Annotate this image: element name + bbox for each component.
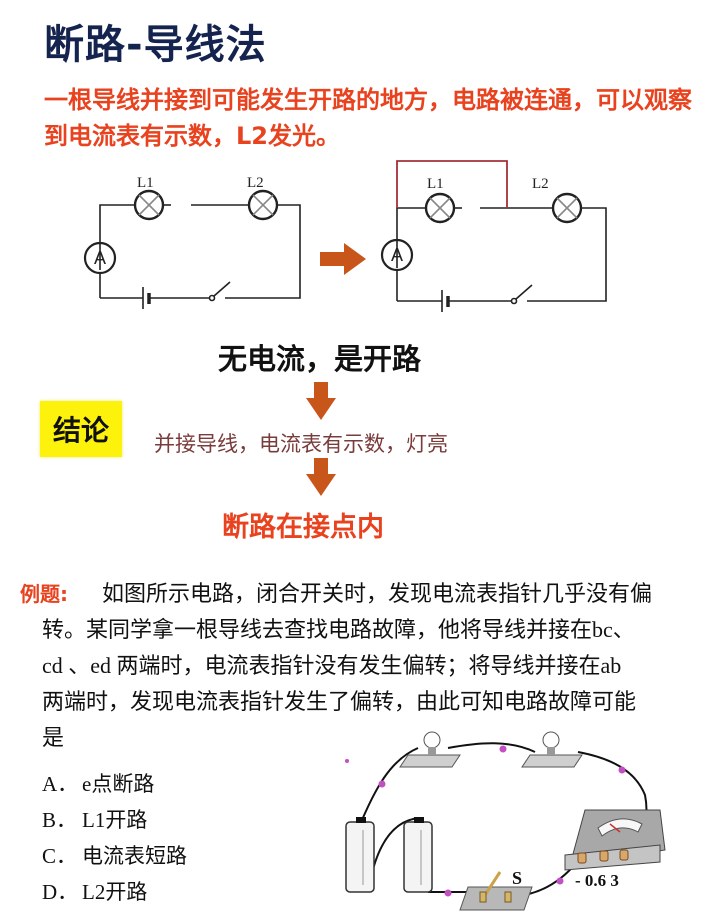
step-description: 并接导线，电流表有示数，灯亮 xyxy=(154,432,448,456)
option-b[interactable]: B． L1开路 xyxy=(42,802,187,838)
question-line: 两端时，发现电流表指针发生了偏转，由此可知电路故障可能 xyxy=(42,689,637,714)
arrow-right-icon xyxy=(320,243,366,275)
option-letter: A． xyxy=(42,772,79,796)
option-a[interactable]: A． e点断路 xyxy=(42,766,187,802)
ammeter-label: A xyxy=(94,248,106,268)
lamp2-label: L2 xyxy=(532,176,549,192)
bridge-wire xyxy=(396,160,508,208)
option-d[interactable]: D． L2开路 xyxy=(42,874,187,910)
example-label: 例题: xyxy=(20,582,68,606)
option-letter: D． xyxy=(42,880,79,904)
switch-label: S xyxy=(512,868,522,888)
option-text: e点断路 xyxy=(82,772,155,796)
result-text: 断路在接点内 xyxy=(222,512,384,543)
option-text: L1开路 xyxy=(82,808,148,832)
option-text: 电流表短路 xyxy=(82,844,187,868)
option-letter: C． xyxy=(42,844,78,868)
option-letter: B． xyxy=(42,808,78,832)
lamp2-label: L2 xyxy=(247,175,264,191)
question-body: 如图所示电路，闭合开关时，发现电流表指针几乎没有偏 转。某同学拿一根导线去查找电… xyxy=(42,576,702,756)
battery-cells xyxy=(345,817,433,893)
question-line: 是 xyxy=(42,725,65,750)
circuit-diagram-open: A L1 L2 xyxy=(83,175,301,309)
lamp1-label: L1 xyxy=(137,175,154,191)
switch-s[interactable] xyxy=(459,871,533,911)
subtitle-description: 一根导线并接到可能发生开路的地方，电路被连通，可以观察到电流表有示数，L2发光。 xyxy=(44,86,692,150)
ammeter-terminal-labels: - 0.6 3 xyxy=(575,871,619,890)
no-current-caption: 无电流，是开路 xyxy=(218,342,422,376)
conclusion-tag: 结论 xyxy=(40,401,122,457)
lamp-l2 xyxy=(521,731,583,768)
question-line: cd 、ed 两端时，电流表指针没有发生偏转；将导线并接在ab xyxy=(42,653,622,678)
arrow-down-icon xyxy=(306,382,336,420)
question-line: 如图所示电路，闭合开关时，发现电流表指针几乎没有偏 xyxy=(102,581,653,606)
physical-circuit-illustration: S - 0.6 3 xyxy=(345,731,666,911)
lamp1-label: L1 xyxy=(427,176,444,192)
answer-options: A． e点断路 B． L1开路 C． 电流表短路 D． L2开路 xyxy=(42,766,187,910)
ammeter-device xyxy=(564,809,666,871)
arrow-down-icon xyxy=(306,458,336,496)
lamp-l1 xyxy=(399,731,461,768)
ammeter-label: A xyxy=(391,245,403,265)
circuit-diagram-bridged: A L1 L2 xyxy=(380,160,607,312)
page-title: 断路-导线法 xyxy=(44,22,267,68)
question-line: 转。某同学拿一根导线去查找电路故障，他将导线并接在bc、 xyxy=(42,617,635,642)
option-c[interactable]: C． 电流表短路 xyxy=(42,838,187,874)
option-text: L2开路 xyxy=(82,880,148,904)
